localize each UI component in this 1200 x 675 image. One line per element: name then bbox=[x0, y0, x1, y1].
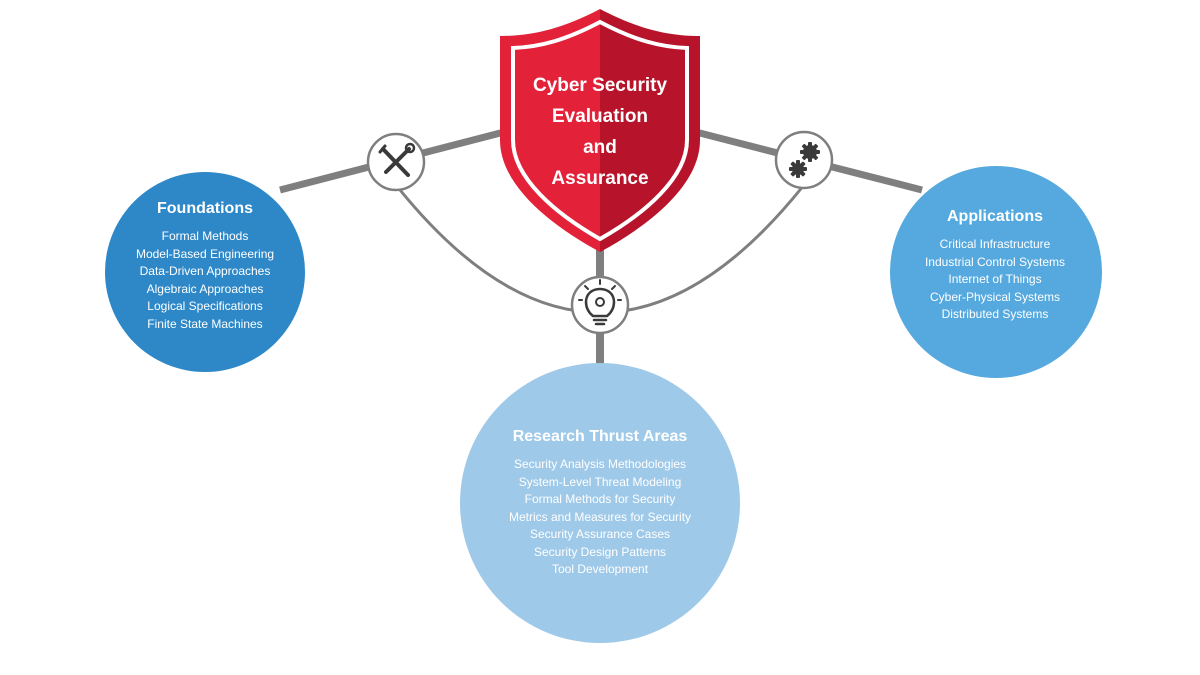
research-circle bbox=[460, 363, 740, 643]
applications-title: Applications bbox=[946, 208, 1043, 225]
shield-title-line-3: and bbox=[583, 137, 617, 158]
applications-list: Critical Infrastructure Industrial Contr… bbox=[890, 236, 1100, 324]
research-item: Security Design Patterns bbox=[533, 544, 667, 559]
foundations-block: Foundations Formal Methods Model-Based E… bbox=[110, 199, 300, 333]
foundations-item: Model-Based Engineering bbox=[135, 246, 275, 261]
research-item: Metrics and Measures for Security bbox=[508, 509, 692, 524]
lightbulb-node bbox=[570, 275, 630, 335]
research-title: Research Thrust Areas bbox=[512, 428, 688, 445]
tools-icon bbox=[378, 142, 416, 177]
research-item: Tool Development bbox=[551, 562, 649, 576]
foundations-item: Formal Methods bbox=[161, 229, 249, 243]
lightbulb-gear-icon bbox=[578, 279, 622, 326]
shield-icon bbox=[500, 9, 700, 252]
foundations-item: Algebraic Approaches bbox=[146, 281, 264, 296]
research-block: Research Thrust Areas Security Analysis … bbox=[470, 427, 730, 579]
gears-node bbox=[774, 130, 834, 190]
applications-item: Cyber-Physical Systems bbox=[929, 289, 1061, 304]
foundations-item: Logical Specifications bbox=[147, 299, 263, 313]
foundations-item: Data-Driven Approaches bbox=[139, 264, 271, 278]
applications-item: Critical Infrastructure bbox=[939, 237, 1051, 251]
applications-item: Internet of Things bbox=[948, 272, 1042, 286]
shield-title-line-1: Cyber Security bbox=[532, 75, 668, 96]
foundations-item: Finite State Machines bbox=[147, 316, 263, 331]
foundations-circle bbox=[105, 172, 305, 372]
tools-node bbox=[366, 132, 426, 192]
shield-title-line-4: Assurance bbox=[551, 168, 649, 189]
gears-icon bbox=[789, 142, 820, 178]
applications-item: Distributed Systems bbox=[941, 307, 1049, 321]
applications-item: Industrial Control Systems bbox=[924, 254, 1066, 269]
foundations-list: Formal Methods Model-Based Engineering D… bbox=[110, 228, 300, 333]
research-item: System-Level Threat Modeling bbox=[518, 474, 682, 489]
research-item: Security Analysis Methodologies bbox=[513, 457, 687, 471]
research-list: Security Analysis Methodologies System-L… bbox=[470, 456, 730, 579]
shield-title: Cyber Security Evaluation and Assurance bbox=[505, 70, 695, 194]
research-item: Security Assurance Cases bbox=[529, 527, 671, 541]
applications-circle bbox=[890, 166, 1102, 378]
foundations-title: Foundations bbox=[157, 200, 253, 217]
applications-block: Applications Critical Infrastructure Ind… bbox=[890, 207, 1100, 324]
shield-title-line-2: Evaluation bbox=[551, 106, 649, 127]
research-item: Formal Methods for Security bbox=[524, 492, 676, 506]
